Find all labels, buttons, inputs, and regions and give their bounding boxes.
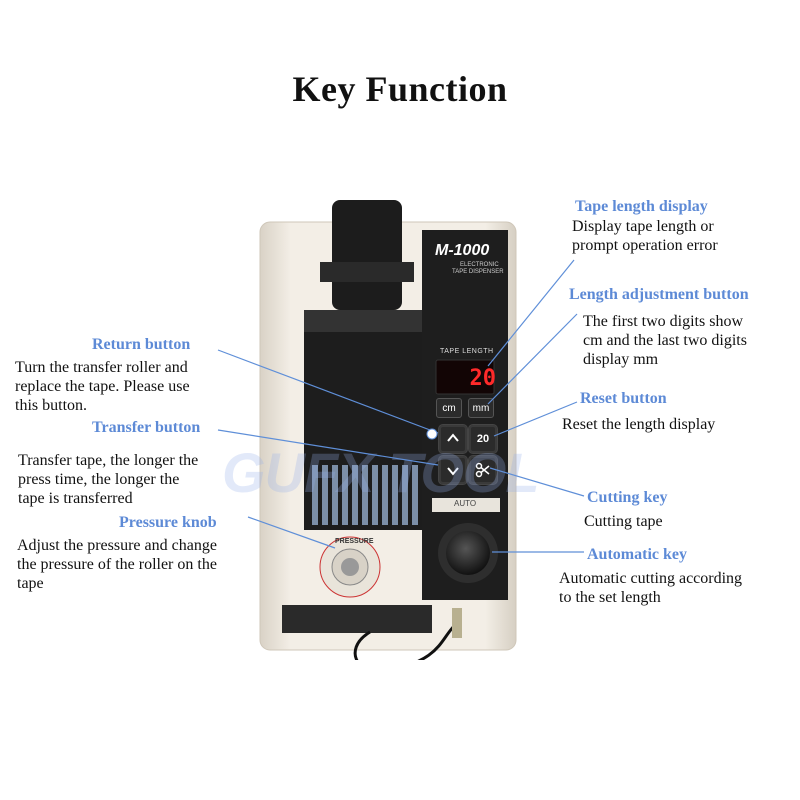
automatic-key-desc: Automatic cutting according to the set l… bbox=[559, 570, 743, 606]
device-brand: M-1000 bbox=[435, 242, 490, 259]
automatic-key[interactable] bbox=[446, 530, 490, 574]
page-title: Key Function bbox=[292, 69, 508, 109]
arrow-down-icon bbox=[447, 467, 459, 476]
device-subtitle-2: TAPE DISPENSER bbox=[452, 269, 504, 275]
watermark: GUFX TOOL bbox=[222, 441, 540, 504]
length-adjustment-desc: The first two digits show cm and the las… bbox=[583, 313, 747, 368]
transfer-button[interactable] bbox=[438, 455, 468, 485]
transfer-button-header: Transfer button bbox=[92, 419, 201, 436]
reset-button[interactable]: 20 bbox=[468, 424, 498, 454]
tape-length-display-desc: Display tape length or prompt operation … bbox=[572, 218, 718, 254]
length-adjustment-header: Length adjustment button bbox=[569, 286, 749, 303]
return-button-desc: Turn the transfer roller and replace the… bbox=[15, 359, 190, 414]
return-button-header: Return button bbox=[92, 336, 191, 353]
tape-length-display: 20 bbox=[469, 366, 497, 391]
tape-length-display-header: Tape length display bbox=[575, 198, 708, 215]
reset-button-desc: Reset the length display bbox=[562, 416, 716, 433]
cutting-key-header: Cutting key bbox=[587, 489, 668, 506]
transfer-button-desc: Transfer tape, the longer the press time… bbox=[18, 452, 199, 507]
pressure-knob-header: Pressure knob bbox=[119, 514, 217, 531]
arrow-up-icon bbox=[447, 433, 459, 442]
tape-length-label: TAPE LENGTH bbox=[440, 348, 494, 355]
length-adjust-cm-button[interactable]: cm bbox=[436, 398, 462, 418]
reset-button-header: Reset button bbox=[580, 390, 667, 407]
pressure-knob-label: PRESSURE bbox=[335, 538, 374, 545]
cutting-key-desc: Cutting tape bbox=[584, 513, 663, 530]
auto-label: AUTO bbox=[454, 499, 477, 508]
scissors-icon bbox=[475, 462, 490, 478]
return-button[interactable] bbox=[438, 424, 468, 454]
length-adjust-mm-button[interactable]: mm bbox=[468, 398, 494, 418]
device-subtitle-1: ELECTRONIC bbox=[460, 262, 499, 268]
pressure-knob[interactable] bbox=[332, 549, 368, 585]
automatic-key-header: Automatic key bbox=[587, 546, 687, 563]
pressure-knob-desc: Adjust the pressure and change the press… bbox=[17, 537, 217, 592]
